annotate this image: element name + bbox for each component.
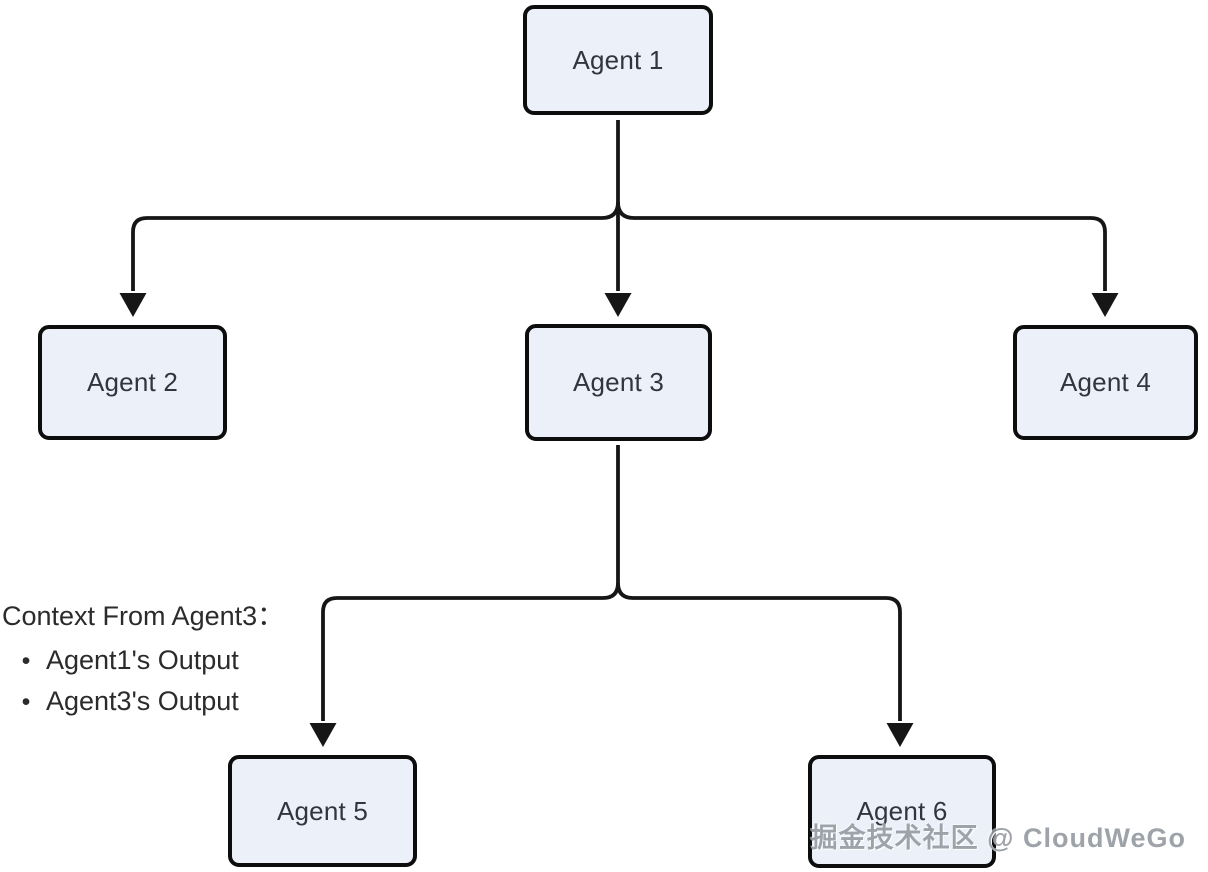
bullet-icon: • xyxy=(21,647,31,675)
watermark-text: 掘金技术社区 @ CloudWeGo xyxy=(810,823,1186,853)
bullet-icon: • xyxy=(21,688,31,716)
context-list-item: • Agent1's Output xyxy=(0,640,310,681)
node-agent-4-label: Agent 4 xyxy=(1059,367,1152,397)
context-item-text: Agent3's Output xyxy=(46,686,239,716)
edge-agent3-agent5 xyxy=(321,445,620,721)
edge-agent1-agent4 xyxy=(616,201,1107,291)
node-agent-3-label: Agent 3 xyxy=(572,367,665,397)
node-agent-1: Agent 1 xyxy=(523,5,713,115)
node-agent-2: Agent 2 xyxy=(38,325,227,440)
arrowhead-agent6 xyxy=(886,723,914,747)
arrowhead-agent2 xyxy=(119,293,147,317)
node-agent-2-label: Agent 2 xyxy=(86,367,179,397)
node-agent-3: Agent 3 xyxy=(525,324,712,441)
node-agent-5: Agent 5 xyxy=(228,755,417,867)
arrowhead-agent5 xyxy=(309,723,337,747)
node-agent-6: Agent 6 xyxy=(808,755,996,868)
context-item-text: Agent1's Output xyxy=(46,645,239,675)
context-annotation-title: Context From Agent3： xyxy=(2,601,285,631)
context-list-item: • Agent3's Output xyxy=(0,681,310,722)
arrowhead-agent3 xyxy=(604,293,632,317)
node-agent-5-label: Agent 5 xyxy=(276,795,369,826)
arrowhead-agent4 xyxy=(1091,293,1119,317)
node-agent-6-label: Agent 6 xyxy=(856,796,948,826)
edge-agent1-agent2 xyxy=(131,201,620,291)
context-annotation-list: • Agent1's Output • Agent3's Output xyxy=(0,640,310,722)
node-agent-1-label: Agent 1 xyxy=(572,44,664,75)
edge-agent3-agent6 xyxy=(616,582,902,721)
context-annotation: Context From Agent3： • Agent1's Output •… xyxy=(0,598,310,722)
node-agent-4: Agent 4 xyxy=(1013,325,1198,440)
